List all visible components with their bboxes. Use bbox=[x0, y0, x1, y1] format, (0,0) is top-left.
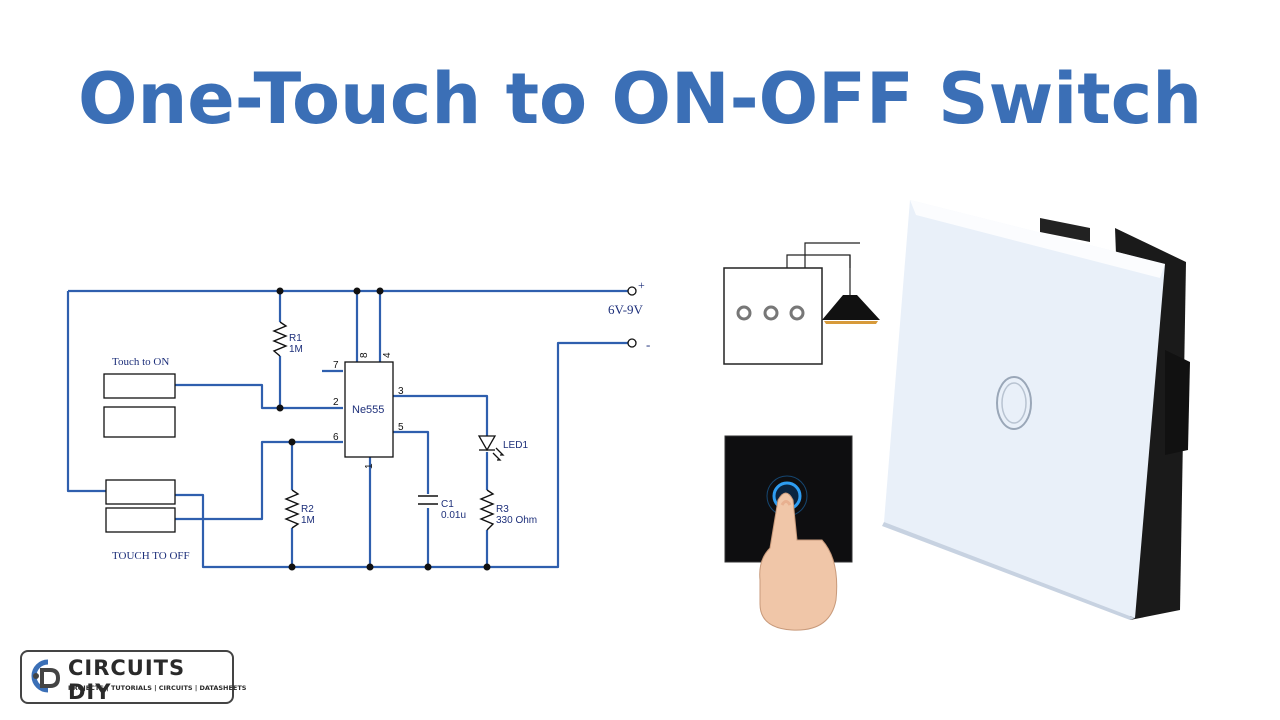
three-button-switch-icon bbox=[723, 242, 860, 365]
touch-on-pad-1 bbox=[103, 373, 176, 399]
wire-touch-on bbox=[175, 383, 343, 410]
c1-value: 0.01u bbox=[441, 510, 466, 521]
pin-8: 8 bbox=[359, 352, 370, 358]
terminal-plus bbox=[627, 286, 637, 296]
wire-touch-off bbox=[175, 341, 628, 569]
logo-tagline: PROJECTS | TUTORIALS | CIRCUITS | DATASH… bbox=[68, 684, 247, 692]
touch-off-label: TOUCH TO OFF bbox=[112, 550, 190, 562]
wire-pin3 bbox=[393, 394, 489, 436]
pin-5: 5 bbox=[398, 422, 404, 433]
r1-name: R1 bbox=[289, 333, 302, 344]
pin-7: 7 bbox=[333, 360, 339, 371]
r3-resistor bbox=[479, 489, 495, 531]
white-glass-switch-icon bbox=[882, 200, 1190, 620]
circuit-schematic: + - 6V-9V Touch to ON TOUCH TO OFF Ne555… bbox=[66, 278, 650, 571]
supply-label: 6V-9V bbox=[608, 302, 644, 317]
r1-resistor bbox=[272, 321, 288, 357]
c1-capacitor bbox=[418, 495, 438, 505]
circuits-diy-logo: CIRCUITS DIY PROJECTS | TUTORIALS | CIRC… bbox=[20, 650, 246, 704]
wire-left-loop bbox=[66, 291, 106, 493]
touch-off-pad-2 bbox=[105, 507, 176, 533]
plus-label: + bbox=[638, 278, 645, 292]
minus-label: - bbox=[646, 337, 650, 352]
r2-value: 1M bbox=[301, 515, 315, 526]
terminal-minus bbox=[627, 338, 637, 348]
logo-mark-icon bbox=[31, 659, 61, 693]
logo-name: CIRCUITS DIY bbox=[68, 656, 186, 704]
pin-1: 1 bbox=[364, 463, 375, 469]
junctions bbox=[276, 287, 491, 571]
pin-4: 4 bbox=[382, 352, 393, 358]
wire-pin5 bbox=[393, 430, 430, 494]
led-name: LED1 bbox=[503, 440, 528, 451]
pin-3: 3 bbox=[398, 386, 404, 397]
ne555-ic bbox=[344, 361, 394, 458]
black-touch-panel-icon bbox=[724, 435, 853, 631]
finger-icon bbox=[759, 492, 838, 631]
r3-value: 330 Ohm bbox=[496, 515, 537, 526]
touch-on-pad-2 bbox=[103, 406, 176, 438]
pin-2: 2 bbox=[333, 397, 339, 408]
wire-pin6 bbox=[175, 440, 343, 521]
page-title: One-Touch to ON-OFF Switch bbox=[77, 58, 1203, 140]
led-symbol bbox=[477, 435, 505, 461]
r2-name: R2 bbox=[301, 504, 314, 515]
touch-ring-icon bbox=[996, 376, 1032, 430]
ic-label: Ne555 bbox=[352, 404, 384, 416]
touch-off-pad-1 bbox=[105, 479, 176, 505]
r1-value: 1M bbox=[289, 344, 303, 355]
pin-6: 6 bbox=[333, 432, 339, 443]
r2-resistor bbox=[284, 489, 300, 529]
pendant-lamp-icon bbox=[822, 255, 880, 324]
touch-on-label: Touch to ON bbox=[112, 356, 169, 368]
r3-name: R3 bbox=[496, 504, 509, 515]
c1-name: C1 bbox=[441, 499, 454, 510]
